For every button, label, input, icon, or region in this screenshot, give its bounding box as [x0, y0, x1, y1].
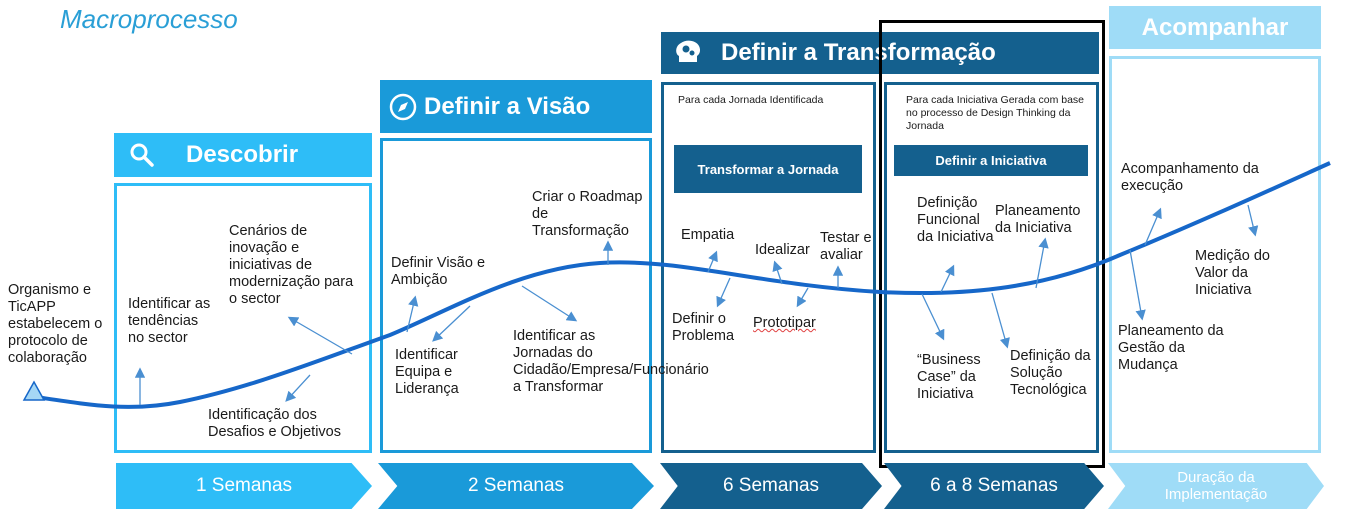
item-business-case: “Business Case” da Iniciativa: [917, 352, 981, 402]
duration-iniciativa: 6 a 8 Semanas: [884, 463, 1104, 509]
start-label: Organismo e TicAPP estabelecem o protoco…: [8, 282, 103, 366]
header-label: Descobrir: [186, 141, 299, 168]
item-planeamento: Planeamento da Iniciativa: [995, 203, 1081, 236]
panel-descobrir: [114, 183, 372, 453]
item-definir-problema: Definir o Problema: [672, 311, 735, 344]
item-acompanhamento: Acompanhamento da execução: [1121, 161, 1259, 194]
header-label: Definir a Transformação: [721, 39, 996, 66]
item-medicao: Medição do Valor da Iniciativa: [1195, 248, 1270, 298]
item-cenarios: Cenários de inovação e iniciativas de mo…: [229, 223, 354, 307]
brain-gears-icon: [673, 38, 707, 68]
item-jornadas: Identificar as Jornadas do Cidadão/Empre…: [513, 328, 709, 395]
item-definicao-funcional: Definição Funcional da Iniciativa: [917, 195, 994, 245]
subheader-definir-iniciativa: Definir a Iniciativa: [894, 145, 1088, 176]
header-descobrir: Descobrir: [114, 133, 372, 177]
panel-transformacao: [661, 82, 876, 453]
item-testar: Testar e avaliar: [820, 230, 872, 263]
panel-visao: [380, 138, 652, 453]
page-title: Macroprocesso: [60, 4, 238, 34]
item-idealizar: Idealizar: [755, 242, 810, 258]
item-empatia: Empatia: [681, 227, 735, 243]
header-acompanhar: Acompanhar: [1109, 6, 1321, 49]
duration-descobrir: 1 Semanas: [116, 463, 372, 509]
note-iniciativa: Para cada Iniciativa Gerada com base no …: [906, 94, 1085, 132]
duration-transformacao: 6 Semanas: [660, 463, 882, 509]
header-visao: Definir a Visão: [380, 80, 652, 133]
duration-visao: 2 Semanas: [378, 463, 654, 509]
header-label: Acompanhar: [1141, 13, 1289, 41]
compass-icon: [388, 92, 418, 122]
item-roadmap: Criar o Roadmap de Transformação: [532, 189, 643, 239]
note-jornada: Para cada Jornada Identificada: [678, 94, 824, 106]
panel-iniciativa: [884, 82, 1099, 453]
item-solucao-tecnologica: Definição da Solução Tecnológica: [1010, 348, 1091, 398]
item-identificar-tendencias: Identificar as tendências no sector: [128, 296, 211, 346]
item-identificar-equipa: Identificar Equipa e Liderança: [395, 347, 459, 397]
subheader-transformar-jornada: Transformar a Jornada: [674, 145, 862, 193]
item-gestao-mudanca: Planeamento da Gestão da Mudança: [1118, 323, 1224, 373]
item-desafios: Identificação dos Desafios e Objetivos: [208, 407, 341, 440]
item-definir-visao: Definir Visão e Ambição: [391, 255, 486, 288]
item-prototipar: Prototipar: [753, 315, 816, 331]
search-icon: [128, 141, 156, 169]
header-label: Definir a Visão: [424, 92, 591, 120]
panel-acompanhar: [1109, 56, 1321, 453]
duration-acompanhar: Duração da Implementação: [1108, 463, 1324, 509]
